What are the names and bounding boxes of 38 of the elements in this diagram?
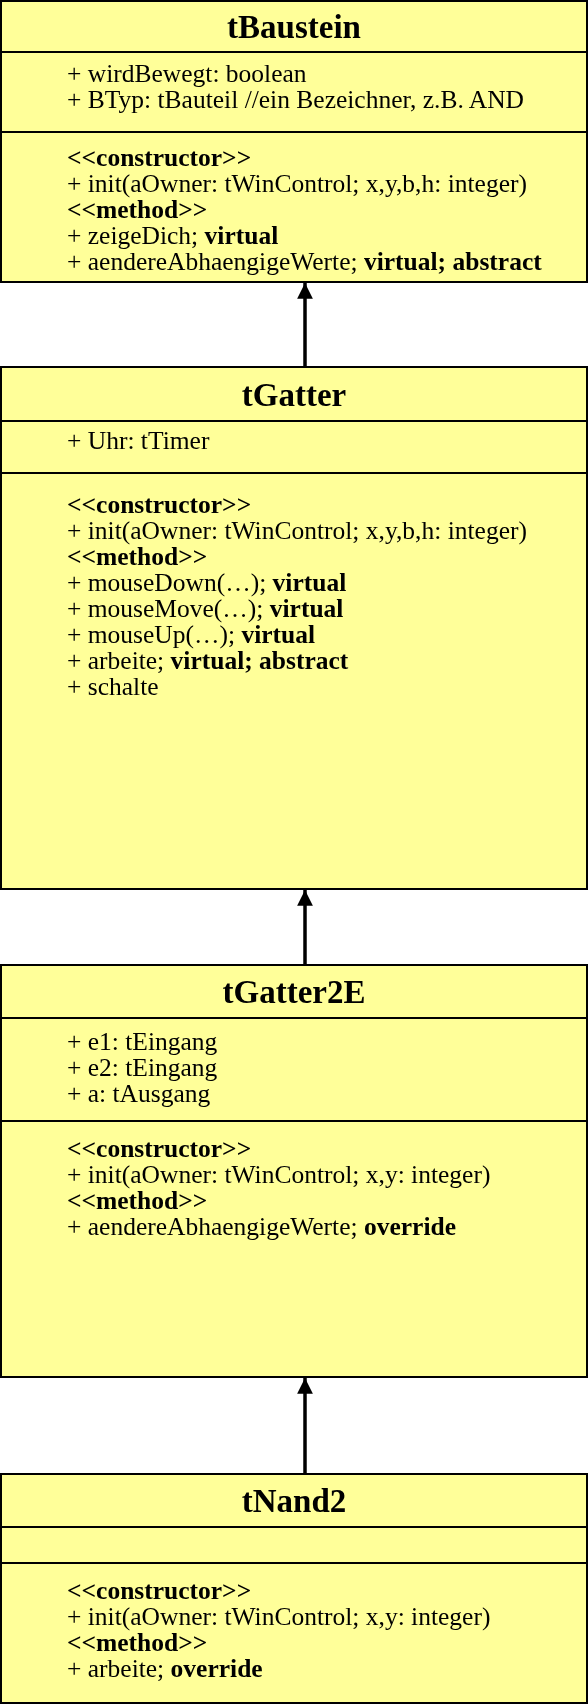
member-text: + mouseMove(…); virtual (67, 596, 344, 622)
member-text: <<method>> (67, 197, 208, 223)
member-text: + mouseUp(…); virtual (67, 622, 316, 648)
class-box (0, 366, 588, 890)
member-text: + zeigeDich; virtual (67, 223, 279, 249)
class-name: tBaustein (227, 9, 361, 45)
member-text: <<constructor>> (67, 145, 252, 171)
class-box (0, 0, 588, 283)
member-text: + init(aOwner: tWinControl; x,y,b,h: integer) (67, 518, 527, 544)
member-text: + init(aOwner: tWinControl; x,y: integer) (67, 1162, 491, 1188)
member-text: + BTyp: tBauteil //ein Bezeichner, z.B. AND (67, 87, 525, 113)
member-text: <<constructor>> (67, 1578, 252, 1604)
class-box (0, 964, 588, 1378)
member-text: + wirdBewegt: boolean (67, 61, 307, 87)
member-text: + e1: tEingang (67, 1029, 218, 1055)
member-text: + mouseDown(…); virtual (67, 570, 347, 596)
member-text: + aendereAbhaengigeWerte; override (67, 1214, 456, 1240)
member-text: + a: tAusgang (67, 1081, 211, 1107)
class-box (0, 1473, 588, 1704)
member-text: + init(aOwner: tWinControl; x,y: integer) (67, 1604, 491, 1630)
member-text: + e2: tEingang (67, 1055, 218, 1081)
member-text: + Uhr: tTimer (67, 428, 210, 454)
member-text: <<constructor>> (67, 1136, 252, 1162)
member-text: <<method>> (67, 544, 208, 570)
member-text: <<method>> (67, 1188, 208, 1214)
class-name: tNand2 (241, 1483, 347, 1519)
member-text: <<method>> (67, 1630, 208, 1656)
inheritance-arrow (297, 1378, 313, 1473)
member-text: + arbeite; virtual; abstract (67, 648, 349, 674)
class-name: tGatter2E (222, 974, 366, 1010)
inheritance-arrow (297, 283, 313, 366)
inheritance-arrow (297, 890, 313, 964)
member-text: <<constructor>> (67, 492, 252, 518)
member-text: + schalte (67, 674, 159, 700)
member-text: + init(aOwner: tWinControl; x,y,b,h: integer) (67, 171, 527, 197)
member-text: + arbeite; override (67, 1656, 263, 1682)
member-text: + aendereAbhaengigeWerte; virtual; abstract (67, 249, 542, 275)
class-name: tGatter (241, 377, 347, 413)
